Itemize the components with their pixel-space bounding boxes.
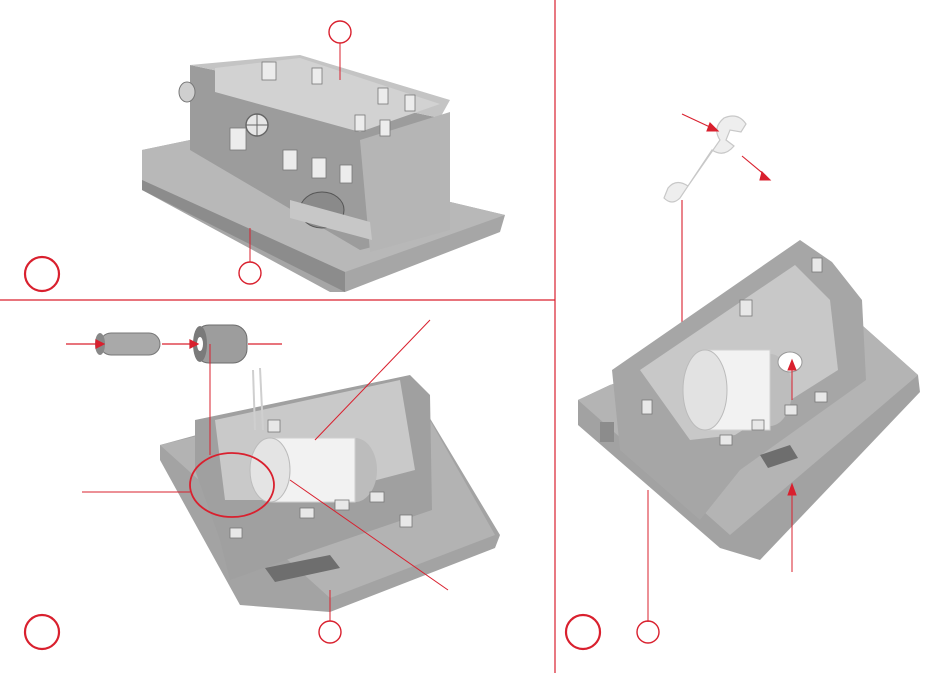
small-red-circle-icon [239,262,261,284]
tube-arrows [66,340,282,348]
window [380,120,390,136]
step-1-illustration [25,21,505,292]
window [785,405,797,415]
red-circle-icon [25,257,59,291]
window [230,528,242,538]
window [355,115,365,131]
red-circle-icon [25,615,59,649]
small-red-circle-icon [319,621,341,643]
wrench-icon [664,116,746,202]
side-box [600,422,614,442]
window [812,258,822,272]
window [268,420,280,432]
window [340,165,352,183]
small-red-circle-icon [637,621,659,643]
tube-small [100,333,160,355]
window [312,68,322,84]
window [230,128,246,150]
window [312,158,326,178]
window [752,420,764,430]
window [300,508,314,518]
window [262,62,276,80]
window [283,150,297,170]
window [405,95,415,111]
window [378,88,388,104]
step-3-illustration [566,114,920,649]
red-circle-icon [566,615,600,649]
window [335,500,349,510]
window [740,300,752,316]
window [642,400,652,414]
window [720,435,732,445]
step-2-illustration [25,320,500,649]
window [400,515,412,527]
pulley [179,82,195,102]
window [370,492,384,502]
small-red-circle-icon [329,21,351,43]
window [815,392,827,402]
